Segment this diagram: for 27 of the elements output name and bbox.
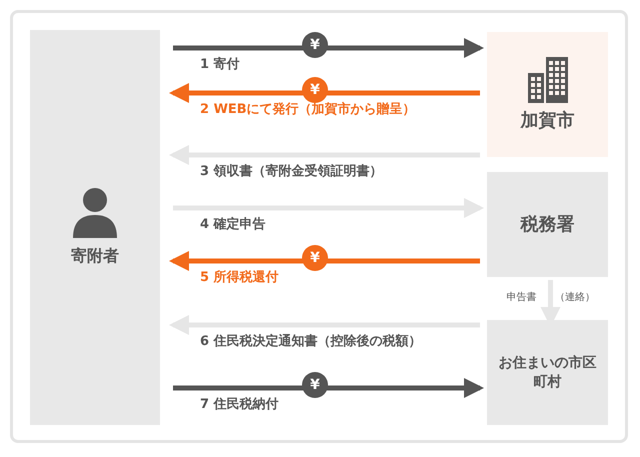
arrow (173, 198, 484, 218)
edge-label: 7 住民税納付 (200, 396, 279, 413)
edge-label: 4 確定申告 (200, 216, 266, 233)
yen-badge: ¥ (302, 372, 328, 398)
edge-label: 3 領収書（寄附金受領証明書） (200, 162, 383, 180)
edge-label: 5 所得税還付 (200, 269, 279, 286)
arrow (169, 251, 480, 271)
arrow (173, 38, 484, 58)
edge-label: 申告書 (506, 290, 536, 304)
node-title: お住まいの市区町村 (498, 354, 598, 391)
yen-badge: ¥ (302, 77, 328, 103)
arrow (169, 315, 480, 335)
note-label: （連絡） (555, 290, 595, 304)
edge-label: 2 WEBにて発行（加賀市から贈呈） (200, 100, 416, 118)
organization-box (487, 320, 608, 425)
arrow (169, 83, 480, 103)
organization-box (487, 32, 608, 157)
arrow (173, 378, 484, 398)
arrow (169, 145, 480, 165)
edge-label: 6 住民税決定通知書（控除後の税額） (200, 332, 422, 350)
node-title: 税務署 (519, 212, 576, 236)
donor-panel (30, 30, 160, 425)
edge-label: 1 寄付 (200, 56, 240, 73)
yen-badge: ¥ (302, 245, 328, 271)
node-title: 加賀市 (519, 108, 576, 132)
node-title: 寄附者 (70, 246, 120, 267)
yen-badge: ¥ (302, 32, 328, 58)
